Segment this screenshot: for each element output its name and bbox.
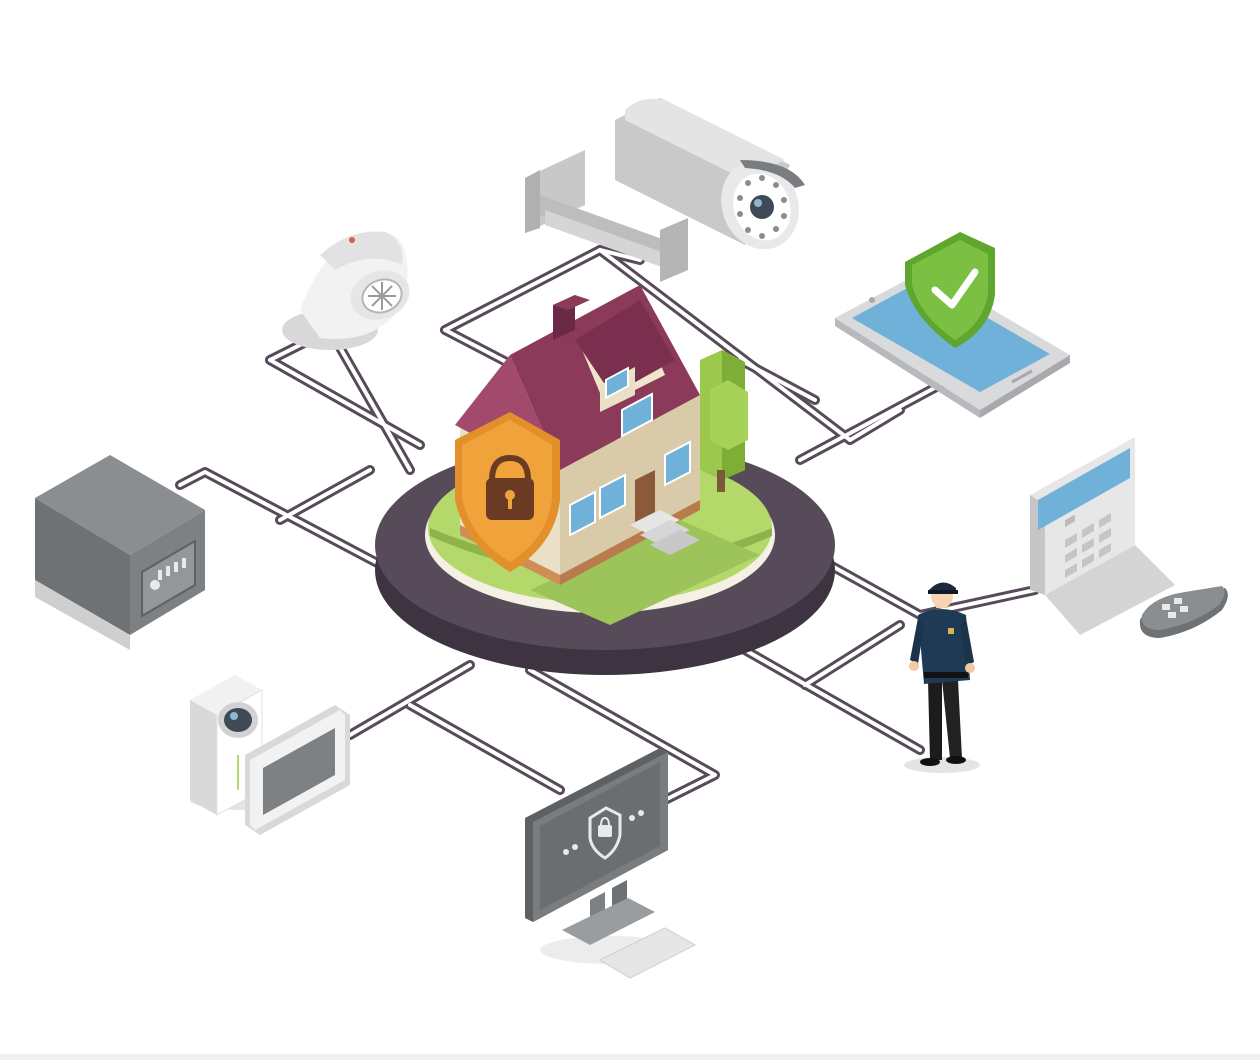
monitor-with-lock bbox=[525, 748, 697, 979]
bottom-edge-strip bbox=[0, 1054, 1260, 1060]
security-guard bbox=[904, 582, 980, 773]
smoke-detector bbox=[282, 231, 410, 350]
key-fob bbox=[1139, 586, 1228, 638]
tree bbox=[700, 350, 748, 492]
orange-shield-lock-icon bbox=[455, 412, 560, 572]
intercom bbox=[190, 675, 350, 835]
green-shield-check-icon bbox=[905, 232, 995, 348]
safe bbox=[35, 455, 205, 650]
alarm-keypad bbox=[1030, 437, 1175, 635]
cctv-camera bbox=[525, 98, 805, 282]
house bbox=[455, 285, 760, 625]
